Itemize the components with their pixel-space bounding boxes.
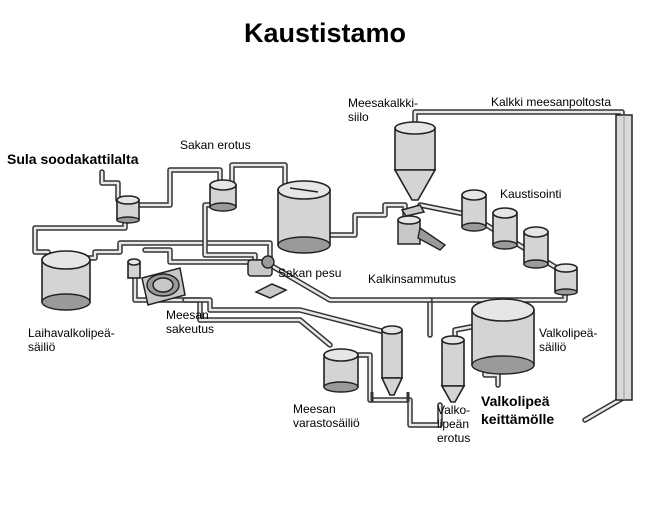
sakan-pesu-unit bbox=[247, 255, 288, 299]
label-kalkinsammutus: Kalkinsammutus bbox=[368, 272, 457, 286]
label-valkolipean-erotus: Valko- lipeän erotus bbox=[437, 403, 471, 445]
causticizer-4 bbox=[554, 263, 578, 296]
label-sakan-erotus: Sakan erotus bbox=[180, 138, 251, 152]
sula-vessel bbox=[116, 195, 140, 224]
label-meesakalkki-siilo: Meesakalkki- siilo bbox=[348, 96, 419, 124]
label-meesan-varastosailio: Meesan varastosäiliö bbox=[293, 402, 360, 430]
white-liquor-clarifier bbox=[440, 335, 466, 403]
mud-clarifier bbox=[370, 325, 410, 402]
pipe-network bbox=[32, 109, 631, 428]
lime-silo bbox=[393, 121, 437, 201]
pipe-tank-to-slaker bbox=[327, 202, 408, 238]
causticizer-1 bbox=[461, 189, 487, 232]
label-kaustisointi: Kaustisointi bbox=[500, 187, 562, 201]
causticizer-2 bbox=[492, 207, 518, 250]
label-meesan-sakeutus: Meesan sakeutus bbox=[166, 308, 215, 336]
slaker-unit bbox=[397, 204, 447, 251]
label-laihavalkolipea-sailio: Laihavalkolipeä- säiliö bbox=[28, 326, 115, 354]
lime-mud-filter bbox=[127, 258, 186, 306]
pipe-lime-silo bbox=[412, 109, 625, 125]
lime-column bbox=[615, 114, 633, 401]
label-sakan-pesu: Sakan pesu bbox=[278, 266, 342, 280]
diagram-title: Kaustistamo bbox=[243, 18, 407, 48]
pipe-to-sakan-erotus bbox=[135, 167, 223, 208]
lime-mud-storage-tank bbox=[323, 348, 359, 393]
pipe-sakan-erotus-down bbox=[202, 202, 258, 265]
label-sula-soodakattilalta: Sula soodakattilalta bbox=[7, 151, 139, 167]
white-liquor-tank bbox=[471, 298, 535, 375]
label-kalkki-meesanpoltosta: Kalkki meesanpoltosta bbox=[491, 95, 612, 109]
central-tank bbox=[277, 180, 331, 254]
pipe-mud-to-clarifier bbox=[182, 297, 388, 335]
label-valkolipea-keittamolle: Valkolipeä keittämölle bbox=[481, 393, 555, 427]
pipe-to-laiha bbox=[32, 215, 128, 255]
weak-white-liquor-tank bbox=[41, 250, 91, 311]
label-valkolipea-sailio: Valkolipeä- säiliö bbox=[539, 326, 598, 354]
sakan-erotus-vessel bbox=[209, 179, 237, 212]
pipe-erotus-to-tank bbox=[229, 162, 288, 188]
causticizer-3 bbox=[523, 226, 549, 269]
